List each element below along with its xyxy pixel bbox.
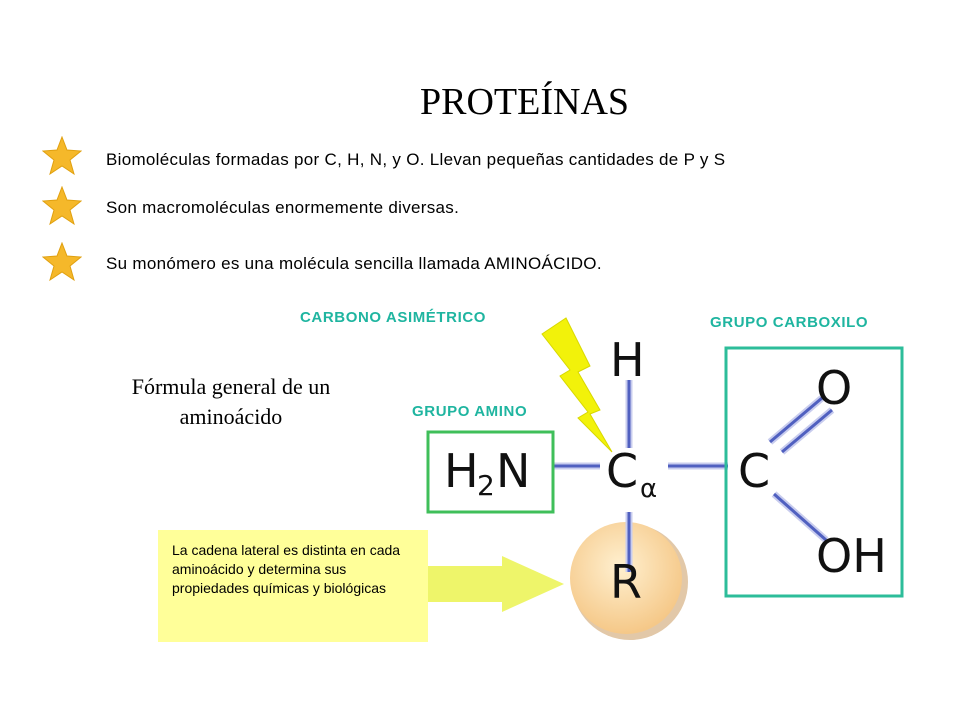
atom-c: C <box>738 444 770 498</box>
formula-caption-line1: Fórmula general de un <box>131 374 331 399</box>
atom-oh: OH <box>816 529 887 583</box>
atom-h: H <box>610 333 645 387</box>
atom-h2n-h: H <box>444 444 479 498</box>
alpha-symbol: α <box>640 474 657 504</box>
bonds <box>552 380 835 572</box>
star-icon <box>41 241 83 282</box>
bullet-text: Son macromoléculas enormemente diversas. <box>106 198 460 217</box>
bullet-item <box>41 241 83 287</box>
side-chain-note: La cadena lateral es distinta en cada am… <box>158 530 428 642</box>
amino-group-box <box>426 430 555 514</box>
atom-h2n-subscript: 2 <box>477 469 495 502</box>
formula-caption: Fórmula general de un aminoácido <box>100 372 362 432</box>
atom-h2n-n: N <box>496 444 530 498</box>
label-carbono-asimetrico: CARBONO ASIMÉTRICO <box>300 309 487 326</box>
label-grupo-carboxilo: GRUPO CARBOXILO <box>710 314 869 331</box>
carboxyl-group-box <box>724 346 904 598</box>
star-icon <box>41 135 83 176</box>
arrow-to-r-icon <box>428 556 564 612</box>
atom-o: O <box>816 361 852 415</box>
lightning-bolt-icon <box>541 317 613 453</box>
bullet-text: Biomoléculas formadas por C, H, N, y O. … <box>106 150 726 169</box>
r-circle <box>570 522 682 634</box>
star-icon <box>41 185 83 226</box>
atom-c-alpha: C <box>606 444 638 498</box>
bullet-item <box>41 135 83 181</box>
page-title: PROTEÍNAS <box>420 81 630 123</box>
atom-r: R <box>610 555 642 609</box>
label-grupo-amino: GRUPO AMINO <box>412 403 528 420</box>
bullet-item <box>41 185 83 231</box>
bullet-text: Su monómero es una molécula sencilla lla… <box>106 254 602 273</box>
formula-caption-line2: aminoácido <box>179 404 283 429</box>
